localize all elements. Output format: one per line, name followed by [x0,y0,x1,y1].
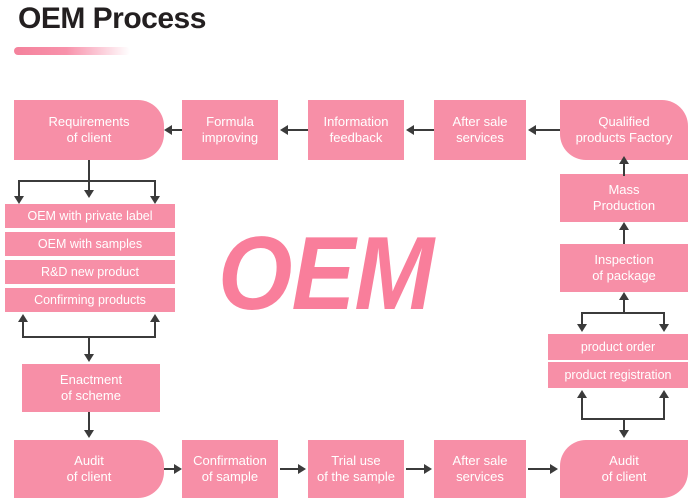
arrow-up-icon [619,222,629,230]
node-requirements-of-client[interactable]: Requirements of client [14,100,164,160]
connector-line [581,398,583,418]
node-label: Enactment of scheme [59,372,123,403]
arrow-down-icon [14,196,24,204]
node-inspection-of-package[interactable]: Inspection of package [560,244,688,292]
connector-line [88,336,90,356]
node-label: Confirming products [34,293,146,307]
node-audit-of-client-right[interactable]: Audit of client [560,440,688,498]
arrow-right-icon [550,464,558,474]
node-label: Requirements of client [48,114,130,145]
connector-line [88,180,90,192]
arrow-up-icon [150,314,160,322]
connector-line [154,322,156,338]
node-product-order[interactable]: product order [548,334,688,360]
node-product-registration[interactable]: product registration [548,362,688,388]
node-confirmation-of-sample[interactable]: Confirmation of sample [182,440,278,498]
connector-bracket [581,312,665,314]
node-label: OEM with samples [37,237,143,251]
node-label: Formula improving [201,114,259,145]
arrow-down-icon [84,354,94,362]
arrow-right-icon [174,464,182,474]
node-trial-use-of-the-sample[interactable]: Trial use of the sample [308,440,404,498]
connector-line [623,300,625,312]
arrow-left-icon [280,125,288,135]
connector-line [528,468,550,470]
arrow-left-icon [528,125,536,135]
node-label: Mass Production [592,182,656,213]
arrow-down-icon [577,324,587,332]
node-label: After sale services [452,114,508,145]
node-label: Qualified products Factory [575,114,673,145]
node-label: Inspection of package [592,252,656,283]
connector-line [286,129,308,131]
node-label: product registration [564,368,672,382]
connector-line [534,129,560,131]
node-rd-new-product[interactable]: R&D new product [5,260,175,284]
node-label: Audit of client [601,453,647,484]
arrow-down-icon [84,430,94,438]
arrow-up-icon [18,314,28,322]
connector-line [88,412,90,434]
node-label: Trial use of the sample [316,453,396,484]
arrow-down-icon [150,196,160,204]
connector-line [581,312,583,326]
connector-line [22,322,24,338]
arrow-left-icon [406,125,414,135]
node-qualified-products-factory[interactable]: Qualified products Factory [560,100,688,160]
node-label: Confirmation of sample [193,453,267,484]
connector-line [412,129,434,131]
arrow-left-icon [164,125,172,135]
connector-line [663,398,665,418]
connector-line [164,468,176,470]
arrow-up-icon [659,390,669,398]
node-after-sale-services-top[interactable]: After sale services [434,100,526,160]
node-oem-with-samples[interactable]: OEM with samples [5,232,175,256]
node-after-sale-services-bottom[interactable]: After sale services [434,440,526,498]
connector-line [623,228,625,244]
connector-bracket [18,180,156,182]
node-label: OEM with private label [27,209,153,223]
arrow-up-icon [577,390,587,398]
node-oem-with-private-label[interactable]: OEM with private label [5,204,175,228]
connector-line [18,180,20,198]
node-information-feedback[interactable]: Information feedback [308,100,404,160]
arrow-down-icon [659,324,669,332]
node-audit-of-client-left[interactable]: Audit of client [14,440,164,498]
node-enactment-of-scheme[interactable]: Enactment of scheme [22,364,160,412]
connector-line [154,180,156,198]
node-label: After sale services [452,453,508,484]
title-underline-accent [14,47,130,55]
connector-line [406,468,424,470]
arrow-up-icon [619,156,629,164]
arrow-down-icon [619,430,629,438]
node-label: product order [580,340,656,354]
connector-line [663,312,665,326]
node-formula-improving[interactable]: Formula improving [182,100,278,160]
node-label: R&D new product [41,265,139,279]
connector-line [280,468,298,470]
connector-line [623,162,625,176]
node-label: Audit of client [66,453,112,484]
page-title: OEM Process [18,2,206,35]
connector-line [623,418,625,432]
arrow-down-icon [84,190,94,198]
node-confirming-products[interactable]: Confirming products [5,288,175,312]
connector-line [88,160,90,180]
connector-bracket [581,418,665,420]
connector-line [166,129,182,131]
node-label: Information feedback [323,114,389,145]
arrow-up-icon [619,292,629,300]
arrow-right-icon [424,464,432,474]
arrow-right-icon [298,464,306,474]
oem-watermark: OEM [218,216,434,332]
node-mass-production[interactable]: Mass Production [560,174,688,222]
